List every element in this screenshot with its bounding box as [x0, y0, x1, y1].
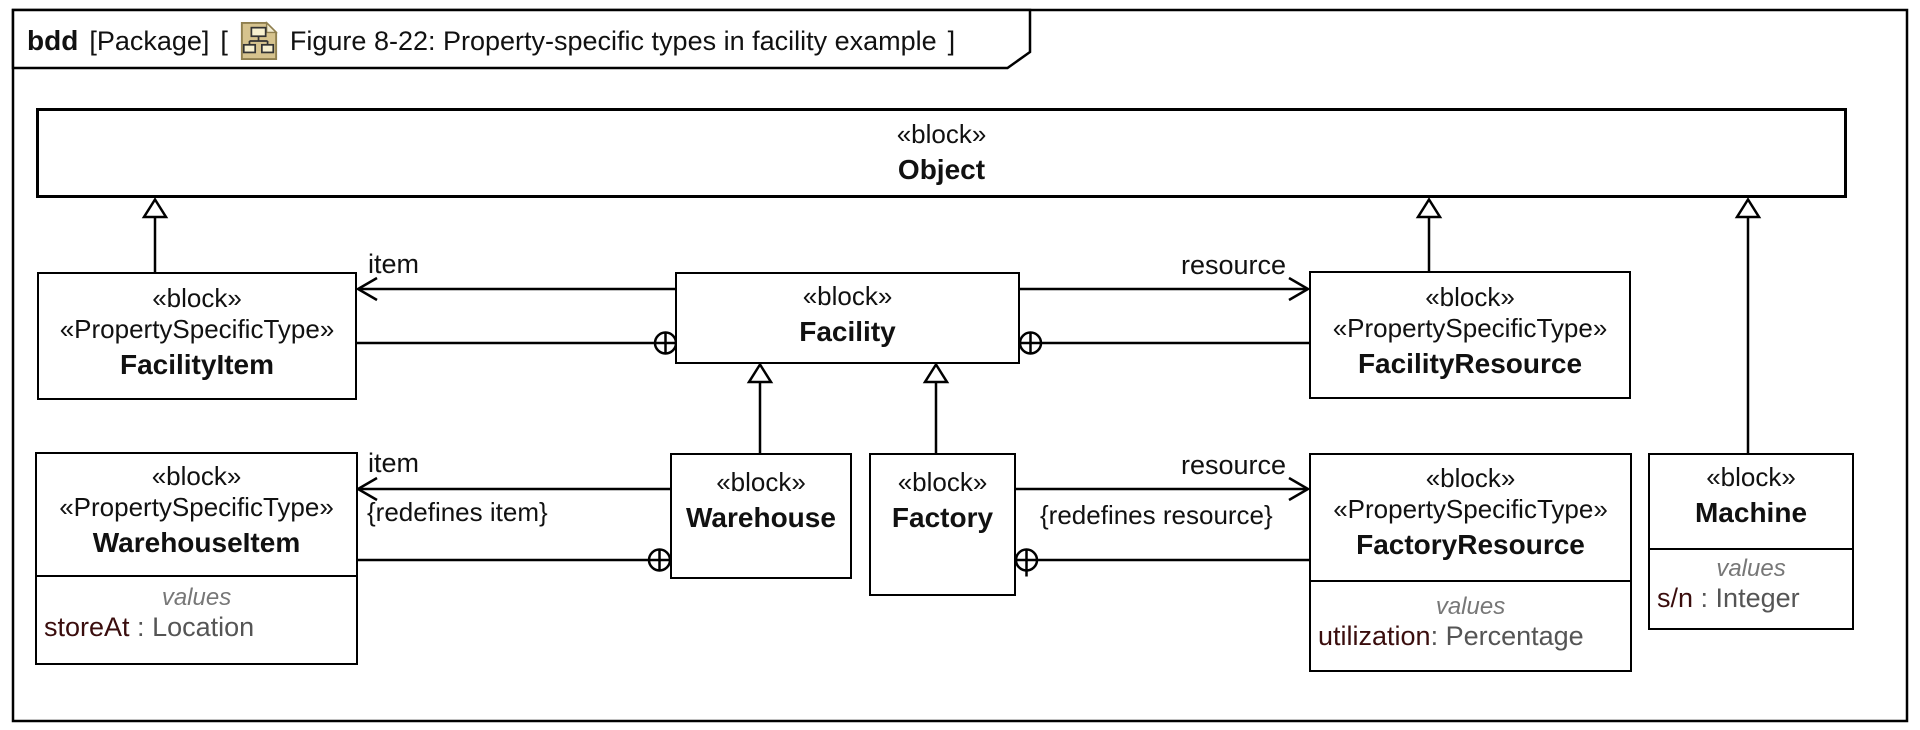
role-label-item-bottom: item [368, 448, 420, 478]
stereotype-label: «block» [152, 283, 242, 313]
stereotype-label: «block» [1425, 282, 1515, 312]
values-compartment: values utilization: Percentage [1311, 580, 1630, 670]
name-compartment: «block» «PropertySpecificType» Warehouse… [37, 454, 356, 575]
frame-header: bdd [Package] [ Figure 8-22: Property-sp… [27, 20, 955, 62]
value-separator: : [1693, 583, 1716, 613]
gen-triangle-icon [1415, 197, 1443, 219]
block-name: Machine [1694, 497, 1808, 528]
block-factory-resource: «block» «PropertySpecificType» FactoryRe… [1309, 453, 1632, 672]
stereotype-label: «block» [802, 281, 893, 311]
block-warehouse: «block» Warehouse [670, 453, 852, 579]
generalization-lines [153, 216, 1750, 454]
stereotype-label: «PropertySpecificType» [59, 314, 335, 344]
values-compartment: values storeAt : Location [37, 575, 356, 663]
value-name: storeAt [44, 612, 130, 642]
gen-triangle-icon [922, 362, 950, 384]
title-bracket-open: [ [220, 25, 228, 56]
block-name: FactoryResource [1356, 529, 1585, 560]
block-factory: «block» Factory [869, 453, 1016, 596]
gen-triangle-icon [1734, 197, 1762, 219]
value-type: Percentage [1445, 621, 1584, 651]
composition-lines [357, 331, 1309, 577]
role-label-item-top: item [368, 249, 420, 279]
open-arrowhead-icon [1288, 476, 1311, 502]
compartment-keyword: values [1716, 555, 1786, 582]
block-object: «block» Object [36, 108, 1847, 198]
diagram-title: Figure 8-22: Property-specific types in … [289, 25, 937, 56]
stereotype-label: «PropertySpecificType» [1332, 313, 1608, 343]
block-name: Factory [891, 502, 994, 533]
value-name: s/n [1657, 583, 1694, 613]
stereotype-label: «block» [151, 461, 242, 491]
gen-triangle-icon [746, 362, 774, 384]
block-name: FacilityResource [1357, 348, 1583, 379]
association-lines [355, 276, 1311, 502]
block-name: WarehouseItem [92, 527, 301, 558]
open-arrowhead-icon [1288, 276, 1311, 302]
block-name: FacilityItem [119, 349, 275, 380]
name-compartment: «block» Machine [1650, 455, 1852, 548]
value-type: Location [152, 612, 255, 642]
title-bracket-close: ] [947, 25, 956, 56]
stereotype-label: «PropertySpecificType» [1333, 494, 1608, 524]
compartment-keyword: values [161, 584, 232, 611]
stereotype-label: «PropertySpecificType» [59, 492, 334, 522]
value-separator: : [129, 612, 153, 642]
block-name: Warehouse [686, 502, 836, 533]
value-property: utilization: Percentage [1311, 620, 1630, 652]
block-machine: «block» Machine values s/n : Integer [1648, 453, 1854, 630]
value-type: Integer [1715, 583, 1800, 613]
block-warehouse-item: «block» «PropertySpecificType» Warehouse… [35, 452, 358, 665]
role-label-resource-bottom: resource [1181, 450, 1287, 480]
values-compartment: values s/n : Integer [1650, 548, 1852, 628]
value-name: utilization [1318, 621, 1431, 651]
stereotype-label: «block» [1425, 463, 1516, 493]
block-name: Object [897, 154, 986, 185]
open-arrowhead-icon [355, 476, 378, 502]
compartment-keyword: values [1435, 593, 1506, 620]
value-separator: : [1430, 621, 1446, 651]
block-name: Facility [799, 316, 896, 347]
constraint-redefines-item: {redefines item} [367, 497, 548, 527]
generalization-arrowheads [141, 197, 1762, 384]
block-facility-resource: «block» «PropertySpecificType» FacilityR… [1309, 271, 1631, 399]
value-property: s/n : Integer [1650, 582, 1852, 614]
stereotype-label: «block» [897, 467, 988, 497]
diagram-element-type: [Package] [89, 25, 210, 56]
diagram-content-icon [240, 21, 278, 61]
role-label-resource-top: resource [1181, 250, 1287, 280]
stereotype-label: «block» [1706, 462, 1796, 492]
stereotype-label: «block» [896, 119, 987, 149]
stereotype-label: «block» [716, 467, 806, 497]
name-compartment: «block» «PropertySpecificType» FactoryRe… [1311, 455, 1630, 580]
constraint-redefines-resource: {redefines resource} [1040, 500, 1273, 530]
block-facility: «block» Facility [675, 272, 1020, 364]
diagram-kind-label: bdd [27, 25, 79, 56]
value-property: storeAt : Location [37, 611, 356, 643]
gen-triangle-icon [141, 197, 169, 219]
open-arrowhead-icon [355, 276, 378, 302]
block-facility-item: «block» «PropertySpecificType» FacilityI… [37, 272, 357, 400]
